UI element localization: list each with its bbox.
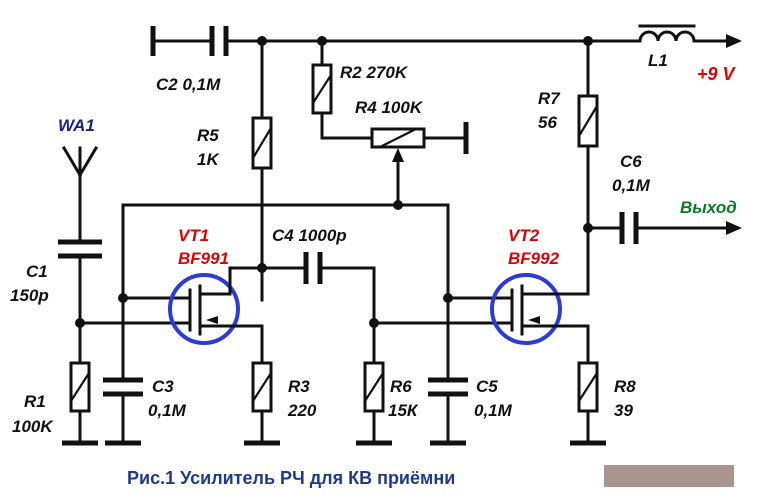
c6-name-label: C6 — [620, 152, 642, 171]
r3-value-label: 220 — [287, 401, 317, 420]
r3-name-label: R3 — [288, 377, 310, 396]
r4-stripe — [379, 128, 417, 148]
r8-value-label: 39 — [614, 401, 633, 420]
bias-network — [311, 39, 469, 210]
c3-capacitor — [103, 377, 143, 446]
output-arrow — [726, 221, 742, 235]
figure-caption: Рис.1 Усилитель РЧ для КВ приёмни — [127, 468, 455, 488]
r5-name-label: R5 — [197, 126, 219, 145]
vt2-body — [490, 273, 562, 345]
r8-resistor-group — [570, 361, 606, 446]
c2-label: C2 0,1M — [156, 75, 221, 94]
r2-stripe — [312, 74, 332, 104]
supply-arrow — [726, 34, 742, 48]
vt2-transistor — [490, 273, 590, 365]
supply-label: +9 V — [697, 64, 737, 84]
r3-resistor-group — [244, 361, 280, 446]
c5-name-label: C5 — [476, 377, 498, 396]
vt2-type-label: BF992 — [508, 249, 560, 268]
vt1-name-label: VT1 — [178, 226, 209, 245]
l1-coil — [638, 30, 696, 43]
output-label: Выход — [680, 198, 737, 217]
wa1-label: WA1 — [58, 116, 95, 135]
g2-bias-line — [118, 203, 512, 380]
r7-stripe — [578, 105, 598, 137]
c4-label: C4 1000p — [272, 226, 347, 245]
antenna-input — [58, 145, 190, 446]
vt2-arrow — [528, 316, 540, 324]
vt1-transistor — [168, 266, 264, 365]
vt1-arrow — [206, 316, 218, 324]
r7-name-label: R7 — [538, 89, 561, 108]
watermark-block — [604, 465, 734, 487]
r7-output-branch — [577, 39, 742, 296]
c6-value-label: 0,1M — [612, 176, 651, 195]
r6-stripe — [364, 372, 384, 402]
r7-value-label: 56 — [538, 113, 557, 132]
r1-name-label: R1 — [24, 392, 46, 411]
c3-name-label: C3 — [152, 377, 174, 396]
r4-wiper-arrow — [392, 148, 404, 162]
antenna-arm-right — [77, 145, 99, 178]
l1-label: L1 — [648, 51, 668, 70]
r6-value-label: 15К — [388, 401, 419, 420]
r6-resistor-group — [356, 361, 392, 446]
r3-stripe — [252, 372, 272, 402]
r1-stripe — [70, 372, 90, 402]
r5-value-label: 1K — [197, 150, 220, 169]
r6-name-label: R6 — [390, 377, 412, 396]
c5-capacitor — [428, 377, 468, 446]
vt1-body — [168, 273, 240, 345]
r1-value-label: 100K — [12, 417, 54, 436]
c1-name-label: C1 — [26, 262, 48, 281]
r5-stripe — [252, 127, 272, 159]
c1-value-label: 150p — [10, 286, 49, 305]
antenna-arm-left — [61, 145, 83, 178]
vt1-type-label: BF991 — [178, 249, 229, 268]
r8-name-label: R8 — [614, 377, 636, 396]
c5-value-label: 0,1M — [474, 401, 513, 420]
r2-label: R2 270K — [340, 63, 409, 82]
c4-capacitor — [260, 252, 512, 365]
r8-stripe — [578, 372, 598, 402]
vt2-name-label: VT2 — [508, 226, 540, 245]
c3-value-label: 0,1M — [148, 401, 187, 420]
r4-label: R4 100K — [355, 98, 424, 117]
r5-branch — [251, 39, 273, 302]
